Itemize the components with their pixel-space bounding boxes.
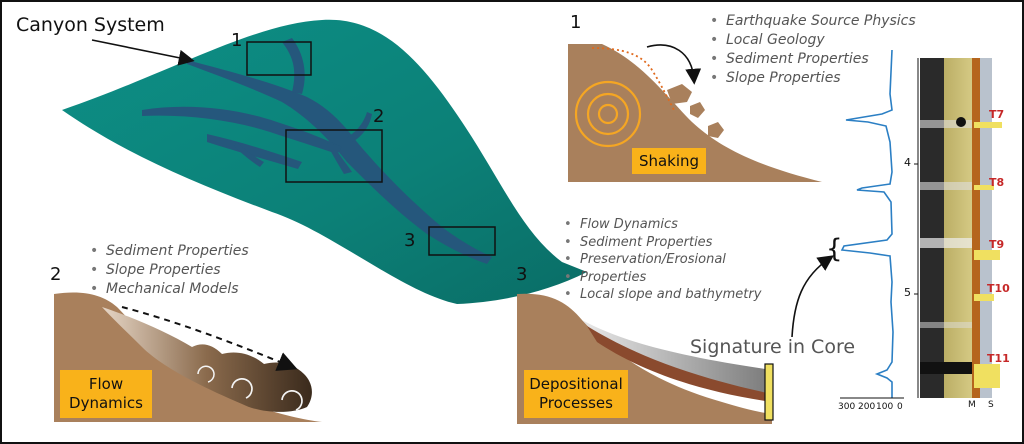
log-x-tick-300: 300 <box>838 402 856 412</box>
turbidite-bar-t9 <box>974 250 1000 260</box>
canyon-channels <box>142 38 492 264</box>
event-brace: { <box>826 234 843 264</box>
turbidite-label-t7: T7 <box>989 108 1005 121</box>
flow-dynamics-tag-line1: Flow <box>88 375 124 393</box>
canyon-surface <box>62 19 587 305</box>
canyon-box-3-number: 3 <box>404 230 416 251</box>
slide-block-3 <box>708 122 724 138</box>
turbidite-bar-t10 <box>974 294 994 301</box>
core-image <box>920 58 1002 398</box>
panel1-bullet: Sediment Properties <box>708 50 916 69</box>
canyon-box-1 <box>246 41 312 76</box>
depositional-processes-tag: Depositional Processes <box>524 370 628 418</box>
eddy-2 <box>231 378 253 399</box>
panel1-number: 1 <box>570 12 582 33</box>
turbidite-bar-t8 <box>974 185 994 190</box>
canyon-box-2 <box>285 129 383 183</box>
turbidite-label-t10: T10 <box>987 282 1010 295</box>
log-x-tick-0: 0 <box>897 402 903 412</box>
depositional-tag-line2: Processes <box>539 394 613 412</box>
slide-block-2 <box>690 102 705 118</box>
signature-arrow <box>791 255 834 338</box>
core-void <box>956 117 966 127</box>
depth-label-5: 5 <box>904 286 911 299</box>
panel1-bullet: Slope Properties <box>708 69 916 88</box>
core-column-marker <box>764 363 774 421</box>
turbidite-label-t11: T11 <box>987 352 1010 365</box>
eddy-3 <box>281 390 303 411</box>
panel3-bullet: Preservation/Erosional <box>562 251 761 269</box>
turbidite-label-t8: T8 <box>989 176 1005 189</box>
flow-dynamics-tag-line2: Dynamics <box>69 394 143 412</box>
depositional-tag-line1: Depositional <box>529 375 623 393</box>
flow-body <box>102 307 312 412</box>
shaking-ring-inner <box>597 103 619 125</box>
panel3-bullet-continuation: Properties <box>562 269 761 287</box>
shaking-tag: Shaking <box>632 148 706 174</box>
shaking-ring-outer <box>574 80 642 148</box>
failure-scarp-dotted <box>591 47 675 111</box>
core-track-label-m: M <box>968 400 976 410</box>
panel2-bullet-list: Sediment Properties Slope Properties Mec… <box>88 242 249 299</box>
turbidite-label-t9: T9 <box>989 238 1005 251</box>
canyon-box-2-number: 2 <box>373 106 385 127</box>
panel2-bullet: Sediment Properties <box>88 242 249 261</box>
canyon-title: Canyon System <box>16 14 165 36</box>
panel3-number: 3 <box>516 264 528 285</box>
panel3-bullet: Flow Dynamics <box>562 216 761 234</box>
panel1-slope <box>568 44 822 182</box>
depth-label-4: 4 <box>904 156 911 169</box>
deposit-grey-layer <box>582 320 772 397</box>
canyon-box-1-number: 1 <box>231 30 243 51</box>
turbidite-bar-t11 <box>974 364 1000 388</box>
eddy-1 <box>197 365 215 383</box>
panel1-bullet: Local Geology <box>708 31 916 50</box>
flow-path-arrow <box>121 306 298 371</box>
panel3-bullet-list: Flow Dynamics Sediment Properties Preser… <box>562 216 761 304</box>
canyon-box-3 <box>428 226 496 256</box>
shaking-ring-mid <box>586 92 630 136</box>
log-x-tick-100: 100 <box>876 402 894 412</box>
log-x-tick-200: 200 <box>858 402 876 412</box>
panel1-bullet-list: Earthquake Source Physics Local Geology … <box>708 12 916 88</box>
panel3-bullet: Sediment Properties <box>562 234 761 252</box>
deposit-brown-layer <box>587 326 772 402</box>
panel3-bullet: Local slope and bathymetry <box>562 286 761 304</box>
slide-arrow <box>646 44 702 85</box>
turbidite-bar-t7 <box>974 122 1002 128</box>
core-track-label-s: S <box>988 400 994 410</box>
slide-block-1 <box>667 84 692 104</box>
panel2-bullet: Slope Properties <box>88 261 249 280</box>
core-log-curve <box>840 49 894 398</box>
panel2-bullet: Mechanical Models <box>88 280 249 299</box>
panel2-number: 2 <box>50 264 62 285</box>
canyon-title-arrow <box>91 39 195 66</box>
panel1-bullet: Earthquake Source Physics <box>708 12 916 31</box>
signature-in-core-label: Signature in Core <box>690 336 856 358</box>
flow-dynamics-tag: Flow Dynamics <box>60 370 152 418</box>
